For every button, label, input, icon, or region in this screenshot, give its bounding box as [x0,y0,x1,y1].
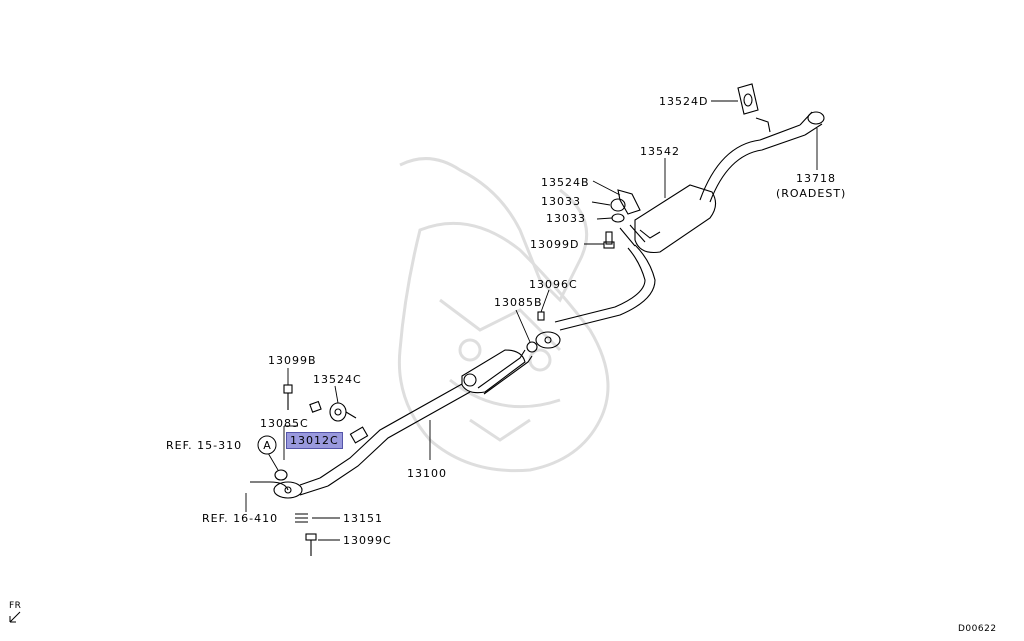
label-13012c-highlighted[interactable]: 13012C [286,432,343,449]
label-13099c: 13099C [343,534,392,547]
front-flange [273,477,329,499]
label-13085b: 13085B [494,296,543,309]
label-ref-16-410: REF. 16-410 [202,512,279,525]
label-13099d: 13099D [530,238,580,251]
label-fr: FR [9,601,22,611]
main-muffler [619,184,717,254]
flange-gasket [526,311,561,353]
sensor-wire [250,481,289,491]
label-13100: 13100 [407,467,447,480]
gasket-13012c [274,469,288,481]
bushing-13085c [309,400,322,413]
label-13033-a: 13033 [541,195,581,208]
front-pipe-13100 [319,349,533,487]
label-13524c: 13524C [313,373,362,386]
hanger-13524b [610,189,641,223]
hanger-13524d [737,83,771,133]
label-13524d: 13524D [659,95,709,108]
label-13033-b: 13033 [546,212,586,225]
label-13542: 13542 [640,145,680,158]
label-roadest: (ROADEST) [776,187,847,200]
label-ref-15-310: REF. 15-310 [166,439,243,452]
label-13099b: 13099B [268,354,317,367]
bolt-13099d [603,231,615,249]
spring-bolt [295,513,317,556]
label-13151: 13151 [343,512,383,525]
diagram-id: D00622 [958,624,997,634]
label-view-a: A [263,439,272,452]
label-13524b: 13524B [541,176,590,189]
label-13718: 13718 [796,172,836,185]
label-13085c: 13085C [260,417,309,430]
leader-lines [245,100,818,541]
bolt-13099b [283,384,293,410]
intermediate-pipe [554,244,656,331]
front-arrow-icon [9,611,21,623]
tailpipe [699,111,825,203]
label-13096c: 13096C [529,278,578,291]
hanger-13524c [329,402,357,422]
watermark-emblem [397,157,610,473]
view-a-circle [257,435,277,455]
